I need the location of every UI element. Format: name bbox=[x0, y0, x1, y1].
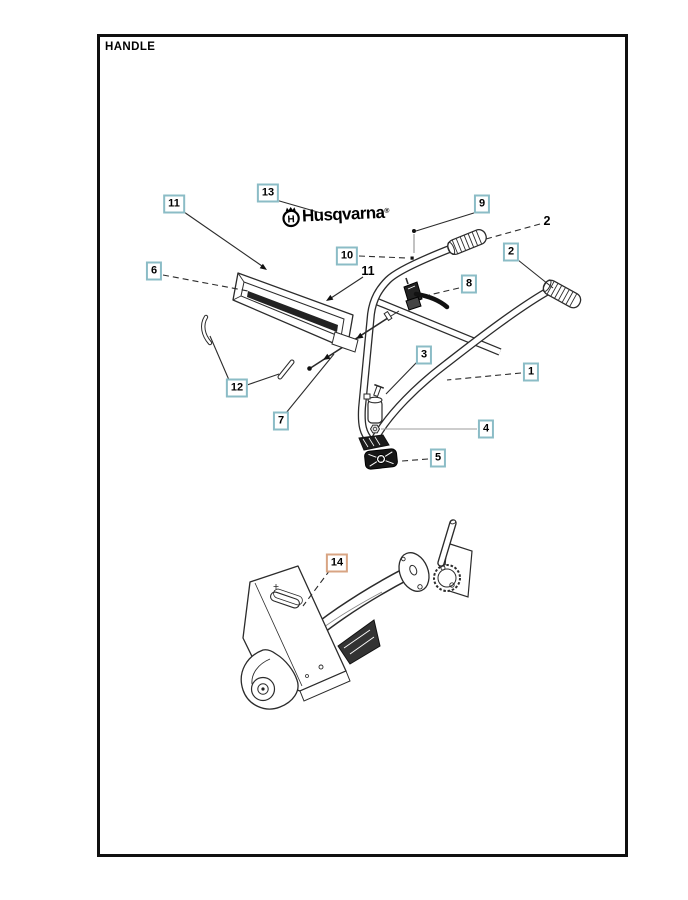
handle-frame-drawing bbox=[357, 244, 554, 451]
brake-lever-drawing bbox=[403, 277, 450, 311]
leader-2-top bbox=[485, 223, 541, 240]
leader-13 bbox=[275, 199, 322, 214]
callout-9: 9 bbox=[473, 194, 491, 214]
leader-10 bbox=[358, 255, 408, 259]
leader-5 bbox=[401, 458, 429, 462]
callout-13: 13 bbox=[256, 183, 280, 203]
top-grip-drawing bbox=[447, 229, 487, 255]
knob-bolt-drawing bbox=[363, 383, 385, 424]
nut-drawing bbox=[369, 424, 381, 434]
foot-pad-drawing bbox=[364, 448, 398, 470]
leader-6 bbox=[162, 274, 249, 292]
leader-12a bbox=[209, 335, 230, 381]
frame-foot-pad bbox=[358, 434, 390, 451]
callout-2: 2 bbox=[502, 242, 520, 262]
tray-drawing bbox=[232, 272, 359, 353]
husqvarna-logo: H Husqvarna® bbox=[281, 202, 390, 229]
wire-rod-drawing bbox=[201, 314, 213, 346]
leader-1 bbox=[446, 372, 522, 381]
leader-9 bbox=[415, 211, 478, 232]
right-grip-drawing bbox=[542, 279, 582, 309]
callout-5: 5 bbox=[429, 448, 447, 468]
screw-drawing bbox=[410, 229, 416, 260]
callout-2-plain: 2 bbox=[543, 214, 551, 228]
svg-text:H: H bbox=[287, 214, 295, 225]
leader-12b bbox=[246, 373, 280, 386]
callout-11: 11 bbox=[163, 194, 185, 214]
leader-7 bbox=[285, 353, 335, 414]
page-title: HANDLE bbox=[105, 41, 156, 53]
callout-6: 6 bbox=[145, 261, 163, 281]
callout-3: 3 bbox=[415, 345, 433, 365]
leader-11a bbox=[183, 211, 263, 267]
pin-drawing bbox=[277, 359, 295, 380]
husqvarna-crown-icon: H bbox=[282, 206, 300, 228]
lower-bracket-assembly-drawing bbox=[240, 519, 473, 710]
leader-2-right bbox=[517, 259, 554, 289]
leader-8 bbox=[428, 287, 460, 296]
leader-11b bbox=[327, 276, 364, 301]
leader-lines bbox=[162, 199, 554, 607]
callout-11-plain: 11 bbox=[361, 264, 375, 278]
callout-10: 10 bbox=[335, 246, 359, 266]
callout-8: 8 bbox=[460, 274, 478, 294]
callout-7: 7 bbox=[272, 411, 290, 431]
leader-14 bbox=[302, 569, 331, 607]
callout-12: 12 bbox=[225, 378, 249, 398]
leader-3 bbox=[385, 361, 418, 395]
callout-4: 4 bbox=[477, 419, 495, 439]
registered-mark: ® bbox=[384, 207, 390, 215]
logo-wordmark: Husqvarna bbox=[301, 202, 385, 226]
callout-1: 1 bbox=[522, 362, 540, 382]
callout-14: 14 bbox=[325, 553, 349, 573]
